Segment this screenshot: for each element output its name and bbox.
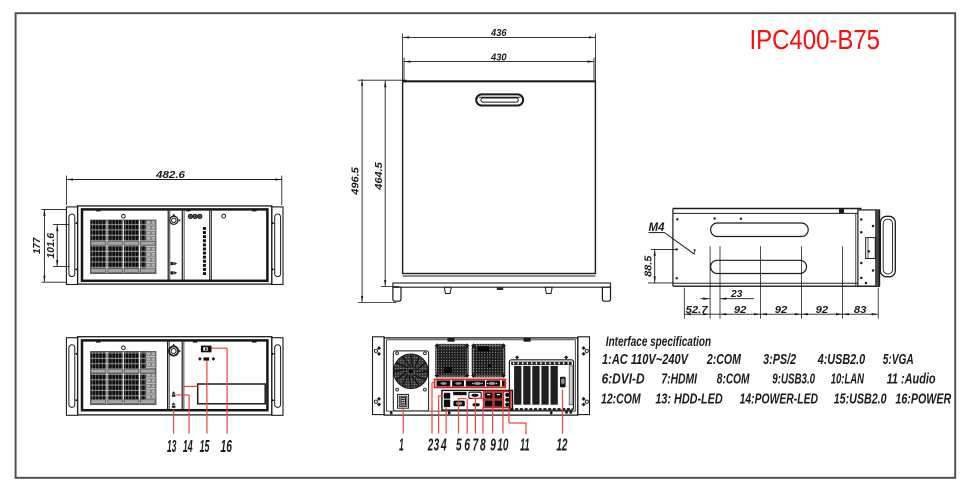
svg-text:92: 92 bbox=[775, 304, 788, 316]
svg-text:10: 10 bbox=[497, 435, 508, 455]
svg-text:1: 1 bbox=[399, 435, 404, 455]
svg-text:13: HDD-LED: 13: HDD-LED bbox=[655, 391, 722, 408]
svg-text:2: 2 bbox=[427, 435, 433, 455]
svg-text:177: 177 bbox=[31, 236, 43, 254]
svg-text:3:PS/2: 3:PS/2 bbox=[763, 351, 796, 368]
svg-text:7: 7 bbox=[473, 435, 479, 455]
svg-text:11: 11 bbox=[520, 435, 530, 455]
svg-text:15: 15 bbox=[200, 436, 210, 456]
svg-text:92: 92 bbox=[816, 304, 829, 316]
svg-text:12: 12 bbox=[556, 435, 567, 455]
svg-text:16:POWER: 16:POWER bbox=[895, 391, 951, 408]
svg-text:3: 3 bbox=[434, 435, 440, 455]
svg-text:5:VGA: 5:VGA bbox=[883, 351, 914, 368]
svg-text:9:USB3.0: 9:USB3.0 bbox=[772, 370, 815, 387]
svg-text:464.5: 464.5 bbox=[373, 162, 385, 191]
svg-text:10:LAN: 10:LAN bbox=[831, 370, 865, 387]
svg-text:23: 23 bbox=[730, 288, 743, 300]
svg-text:101.6: 101.6 bbox=[45, 233, 57, 259]
svg-text:83: 83 bbox=[854, 304, 867, 316]
svg-text:430: 430 bbox=[490, 51, 507, 63]
svg-text:12:COM: 12:COM bbox=[601, 391, 641, 408]
svg-text:4:USB2.0: 4:USB2.0 bbox=[817, 351, 866, 368]
svg-text:88.5: 88.5 bbox=[643, 256, 655, 277]
svg-text:8: 8 bbox=[480, 435, 486, 455]
svg-text:482.6: 482.6 bbox=[155, 169, 185, 181]
svg-text:52.7: 52.7 bbox=[686, 304, 709, 316]
svg-text:M4: M4 bbox=[649, 220, 665, 234]
svg-text:6: 6 bbox=[464, 435, 470, 455]
svg-text:92: 92 bbox=[734, 304, 747, 316]
svg-text:4: 4 bbox=[440, 435, 446, 455]
svg-text:16: 16 bbox=[221, 436, 232, 456]
svg-text:14:POWER-LED: 14:POWER-LED bbox=[740, 391, 818, 408]
svg-text:1:AC 110V~240V: 1:AC 110V~240V bbox=[602, 351, 689, 368]
svg-text:13: 13 bbox=[167, 436, 176, 456]
svg-text:9: 9 bbox=[490, 435, 496, 455]
svg-text:496.5: 496.5 bbox=[350, 167, 362, 196]
svg-text:11 :Audio: 11 :Audio bbox=[887, 370, 936, 387]
svg-text:Interface specification: Interface specification bbox=[606, 334, 712, 350]
svg-text:IPC400-B75: IPC400-B75 bbox=[750, 24, 881, 55]
svg-text:7:HDMI: 7:HDMI bbox=[661, 370, 697, 387]
svg-text:436: 436 bbox=[490, 27, 507, 39]
svg-text:2:COM: 2:COM bbox=[706, 351, 741, 368]
svg-text:5: 5 bbox=[456, 435, 462, 455]
svg-text:14: 14 bbox=[183, 436, 193, 456]
svg-text:8:COM: 8:COM bbox=[717, 370, 750, 387]
svg-text:6:DVI-D: 6:DVI-D bbox=[602, 370, 645, 387]
svg-text:15:USB2.0: 15:USB2.0 bbox=[834, 391, 887, 408]
